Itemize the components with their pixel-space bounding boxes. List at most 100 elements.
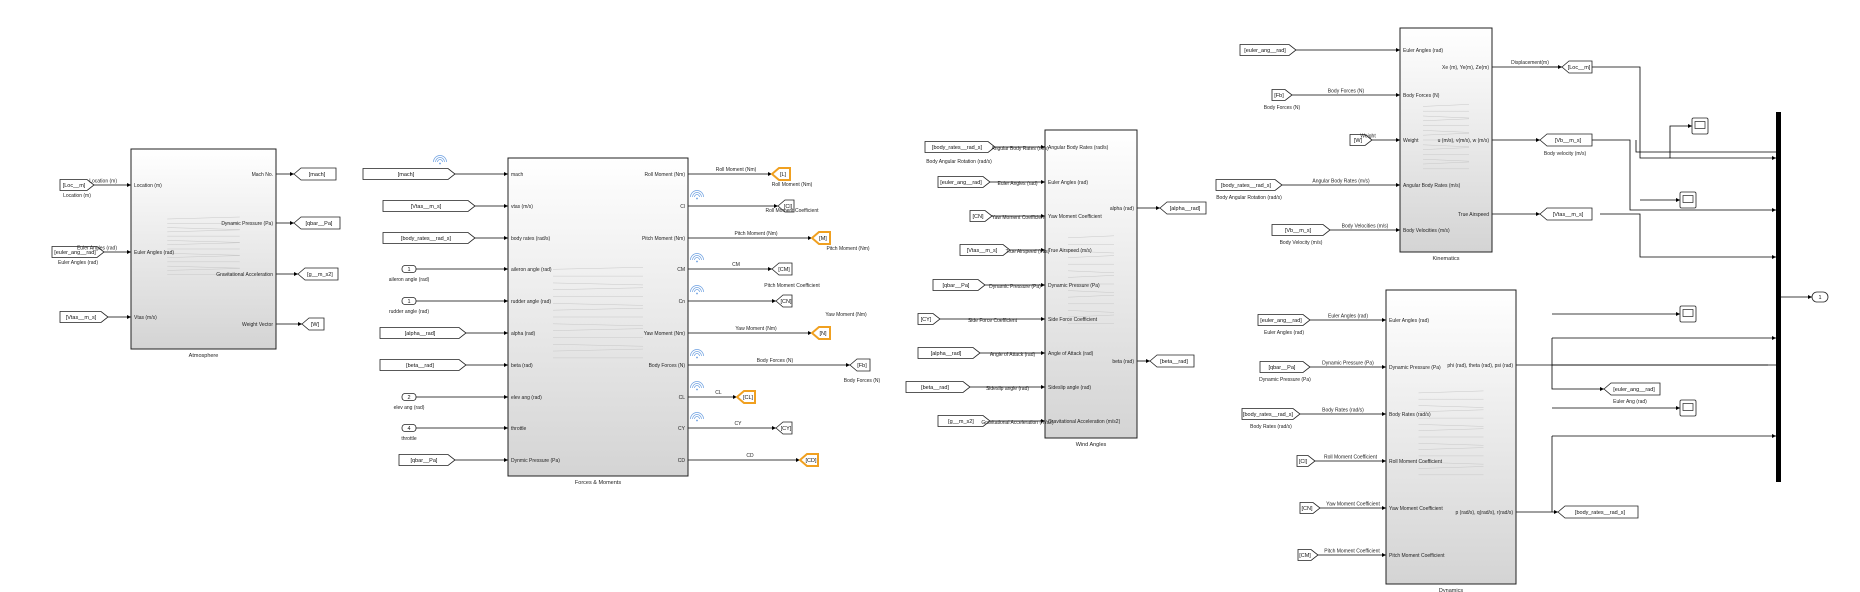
goto-tag[interactable] (770, 167, 791, 181)
goto-tag[interactable] (293, 167, 337, 181)
wind-inport: Dynamic Pressure (Pa) (1048, 283, 1100, 289)
signal-line[interactable] (1551, 365, 1604, 391)
from-tag[interactable] (1271, 89, 1293, 101)
from-tag[interactable] (382, 232, 476, 244)
from-tag[interactable] (1296, 455, 1316, 467)
signal-logging-arc (437, 159, 443, 163)
from-tag-label: [Vtas__m_s] (967, 248, 998, 254)
signal-logging-arc (694, 289, 700, 293)
constant-block[interactable] (401, 393, 417, 401)
signal-logging-arc (690, 381, 704, 389)
from-tag[interactable] (1241, 408, 1301, 420)
signal-label: Angular Body Rates (m/s) (991, 146, 1049, 152)
from-tag[interactable] (1299, 502, 1321, 514)
goto-tag[interactable] (777, 199, 795, 213)
from-tag-label: [CM] (1299, 553, 1311, 559)
from-tag[interactable] (1349, 134, 1373, 146)
from-tag[interactable] (59, 179, 95, 191)
signal-logging-icon (690, 190, 704, 200)
goto-tag[interactable] (301, 317, 325, 331)
goto-tag[interactable] (1149, 354, 1195, 368)
from-tag[interactable] (362, 168, 456, 180)
signal-line[interactable] (1580, 139, 1776, 212)
from-tag[interactable] (905, 381, 971, 393)
goto-tag[interactable] (810, 326, 831, 340)
goto-tag[interactable] (810, 231, 831, 245)
subsystem-texture-line (1418, 443, 1484, 446)
goto-tag[interactable] (1539, 133, 1593, 147)
goto-tag[interactable] (849, 358, 871, 372)
goto-tag-label: [N] (819, 331, 827, 337)
signal-label: Side Force Coefficient (968, 318, 1018, 324)
constant-block[interactable] (401, 265, 417, 273)
forces-inport: vtas (m/s) (511, 204, 533, 210)
dynamics-inport: Dynamic Pressure (Pa) (1389, 365, 1441, 371)
goto-tag[interactable] (1603, 382, 1661, 396)
signal-line[interactable] (1600, 213, 1776, 259)
goto-tag[interactable] (293, 216, 341, 230)
goto-tag[interactable] (798, 453, 819, 467)
constant-caption: rudder angle (rad) (389, 309, 429, 315)
constant-block[interactable] (401, 424, 417, 432)
forces-inport: throttle (511, 426, 527, 432)
from-tag[interactable] (1215, 179, 1283, 191)
goto-tag[interactable] (1159, 201, 1207, 215)
from-tag[interactable] (1271, 224, 1331, 236)
from-tag[interactable] (937, 415, 991, 427)
goto-tag[interactable] (775, 294, 793, 308)
scope-block-screen (1682, 309, 1694, 317)
goto-tag[interactable] (1539, 207, 1593, 221)
from-tag[interactable] (1259, 361, 1311, 373)
from-tag-label: [CN] (1302, 506, 1313, 512)
kinematics-outport: True Airspeed (1458, 212, 1489, 218)
subsystem-texture-line (552, 323, 644, 327)
wind-inport: True Airspeed (m/s) (1048, 248, 1092, 254)
from-tag-label: [CN] (973, 214, 984, 220)
from-tag[interactable] (379, 359, 467, 371)
goto-tag[interactable] (771, 262, 793, 276)
from-tag[interactable] (1239, 44, 1297, 56)
goto-tag[interactable] (735, 390, 756, 404)
from-tag[interactable] (937, 176, 991, 188)
goto-tag[interactable] (1561, 60, 1593, 74)
signal-line[interactable] (1635, 140, 1776, 153)
from-tag[interactable] (51, 246, 105, 258)
kinematics-outport: Xe (m), Ye(m), Ze(m) (1442, 65, 1489, 71)
forces-outport: Pitch Moment (Nm) (642, 236, 685, 242)
from-tag[interactable] (1257, 314, 1311, 326)
from-tag[interactable] (917, 313, 941, 325)
signal-label: Euler Angles (rad) (77, 246, 117, 252)
wind-inport: Angle of Attack (rad) (1048, 351, 1094, 357)
goto-tag-label: [M] (819, 236, 827, 242)
outport-block[interactable] (1811, 291, 1829, 303)
from-tag[interactable] (924, 141, 996, 153)
from-tag[interactable] (969, 210, 993, 222)
from-tag-label: [euler_ang__rad] (1260, 318, 1302, 324)
forces-outport: Roll Moment (Nm) (644, 172, 685, 178)
constant-block[interactable] (401, 297, 417, 305)
signal-label: Gravitational Acceleration (m/s2) (981, 420, 1054, 426)
from-tag[interactable] (959, 244, 1011, 256)
from-tag[interactable] (917, 347, 981, 359)
atmosphere-outport: Dynamic Pressure (Pa) (221, 221, 273, 227)
signal-line[interactable] (1669, 124, 1692, 158)
mux-block[interactable] (1776, 112, 1781, 482)
goto-tag[interactable] (297, 267, 339, 281)
from-tag[interactable] (379, 327, 467, 339)
goto-tag[interactable] (775, 421, 793, 435)
signal-lines[interactable] (94, 48, 1812, 557)
signal-logging-dot (696, 356, 698, 359)
goto-tag-label: [body_rates__rad_s] (1575, 510, 1626, 516)
subsystem-texture-line (167, 265, 240, 269)
from-tag[interactable] (398, 454, 456, 466)
from-tag[interactable] (932, 279, 986, 291)
from-tag-label: [beta__rad] (921, 385, 949, 391)
from-tag[interactable] (59, 311, 109, 323)
from-tag[interactable] (382, 200, 476, 212)
goto-tag[interactable] (1557, 505, 1639, 519)
signal-label: Yaw Moment Coefficient (1326, 502, 1380, 508)
dynamics-inport: Euler Angles (rad) (1389, 318, 1429, 324)
goto-tag-label: [Loc__m] (1568, 65, 1591, 71)
from-tag[interactable] (1297, 549, 1319, 561)
